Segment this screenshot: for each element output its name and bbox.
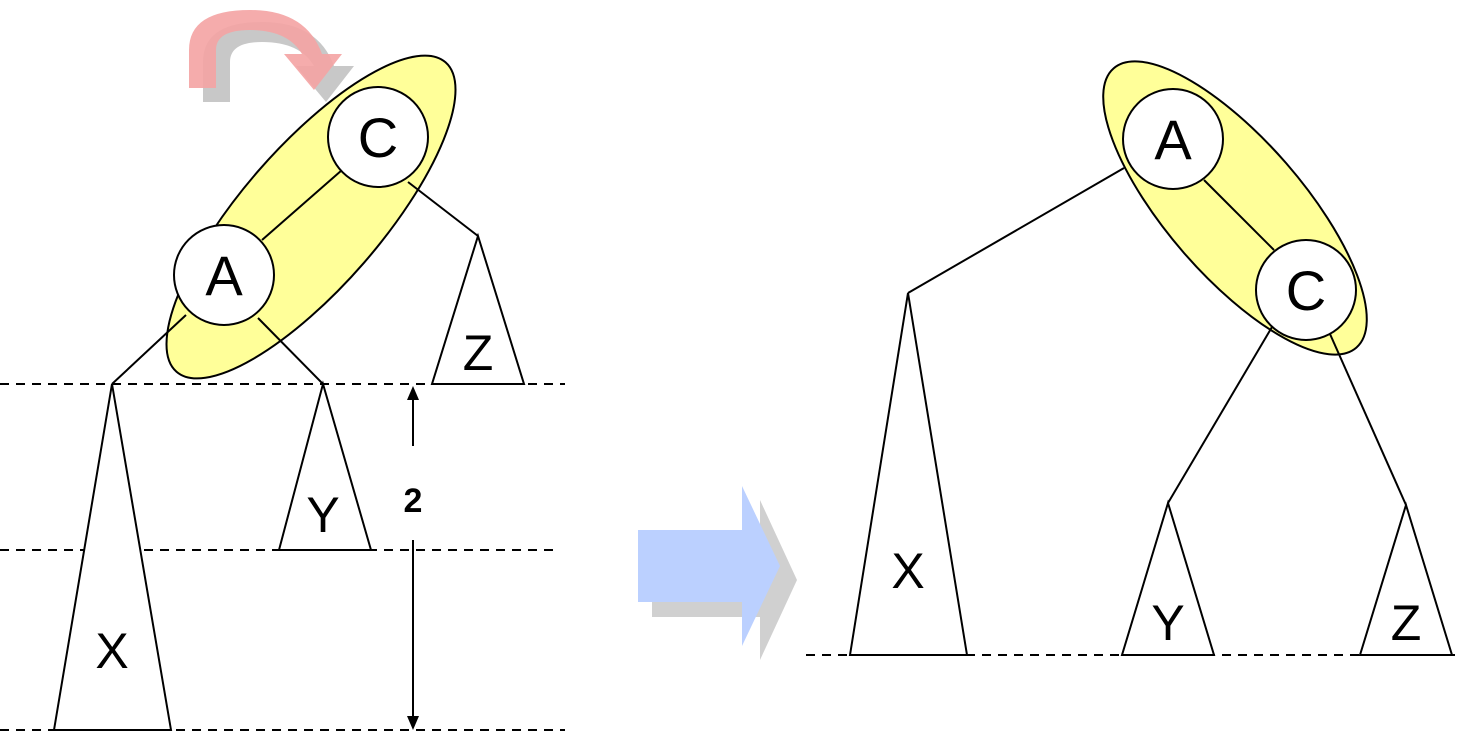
transform-arrow-icon [638, 486, 797, 660]
edge-c-z [407, 181, 479, 237]
transform-arrow [638, 486, 780, 646]
edge-a-x-after [907, 167, 1125, 294]
edge-a-y [257, 317, 324, 385]
node-c [327, 86, 429, 188]
height-arrow-up-head [407, 386, 419, 400]
subtree-y-after-label: Y [1151, 595, 1184, 651]
edge-c-a [261, 169, 343, 241]
node-a-label: A [205, 244, 243, 307]
height-indicator: 2 [404, 386, 423, 730]
subtree-z-after-label: Z [1391, 595, 1422, 651]
edge-a-x [111, 314, 187, 385]
node-c-after [1255, 239, 1357, 341]
node-c-label: C [358, 106, 398, 169]
subtree-x-after-label: X [891, 543, 924, 599]
rotation-highlight-after [1102, 60, 1368, 356]
subtree-x-after [848, 292, 969, 656]
rotation-arrow-icon [189, 10, 354, 102]
after-rotation: A C X Y Z [806, 60, 1462, 656]
node-c-after-label: C [1286, 259, 1326, 322]
subtree-x [52, 383, 173, 731]
height-arrow-down-head [407, 716, 419, 730]
height-difference-label: 2 [404, 482, 423, 520]
rotation-arrow [189, 10, 342, 90]
node-a [173, 224, 275, 326]
before-rotation: C A X Y Z 2 [0, 10, 565, 731]
subtree-y [277, 380, 373, 551]
subtree-z-after [1358, 501, 1454, 656]
subtree-z-label: Z [463, 325, 494, 381]
edge-c-y-after [1167, 326, 1273, 504]
node-a-after-label: A [1154, 108, 1192, 171]
edge-c-z-after [1329, 333, 1407, 506]
subtree-x-label: X [95, 623, 128, 679]
subtree-y-label: Y [306, 487, 339, 543]
subtree-y-after [1120, 499, 1216, 656]
subtree-z [430, 232, 526, 385]
node-a-after [1122, 88, 1224, 190]
edge-a-c-after [1203, 179, 1275, 251]
